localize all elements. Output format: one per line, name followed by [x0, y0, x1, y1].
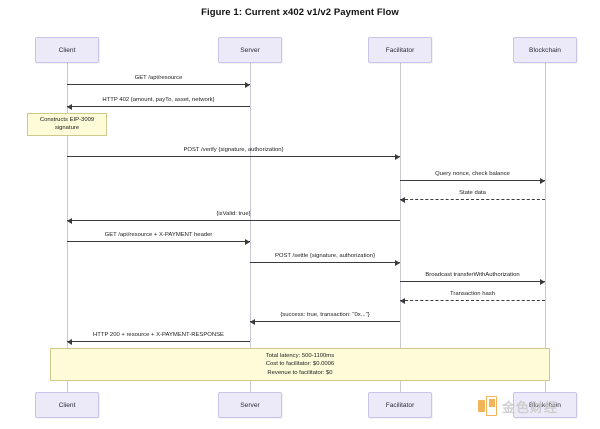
message-label: POST /settle {signature, authorization}: [274, 253, 376, 259]
summary-line: Total latency: 500-1100ms: [265, 352, 335, 359]
lifeline-client: [67, 63, 68, 392]
arrowhead-icon: [67, 217, 72, 224]
message-line: [250, 321, 400, 322]
message-line: [400, 180, 545, 181]
message-label: State data: [459, 190, 486, 196]
note-constructs-signature: Constructs EIP-3009 signature: [27, 113, 107, 136]
arrowhead-icon: [540, 177, 545, 184]
arrowhead-icon: [67, 103, 72, 110]
figure-title: Figure 1: Current x402 v1/v2 Payment Flo…: [201, 7, 399, 18]
message-line: [67, 341, 250, 342]
message-line: [67, 106, 250, 107]
message-line: [67, 220, 400, 221]
arrowhead-icon: [400, 196, 405, 203]
actor-blockchain-top[interactable]: Blockchain: [513, 37, 577, 63]
lifeline-blockchain: [545, 63, 546, 392]
lifeline-server: [250, 63, 251, 392]
actor-server-top[interactable]: Server: [218, 37, 282, 63]
message-line: [67, 241, 250, 242]
actor-client-top[interactable]: Client: [35, 37, 99, 63]
message-label: Query nonce, check balance: [435, 171, 510, 177]
arrowhead-icon: [400, 297, 405, 304]
message-label: {success: true, transaction: "0x..."}: [280, 312, 370, 318]
arrowhead-icon: [250, 318, 255, 325]
watermark-logo-icon: [478, 396, 498, 416]
message-line: [67, 84, 250, 85]
message-label: HTTP 200 + resource + X-PAYMENT-RESPONSE: [93, 332, 224, 338]
message-label: Transaction hash: [450, 291, 495, 297]
actor-blockchain-bottom[interactable]: Blockchain: [513, 392, 577, 418]
arrowhead-icon: [67, 338, 72, 345]
message-line: [400, 300, 545, 301]
arrowhead-icon: [245, 238, 250, 245]
message-line: [400, 281, 545, 282]
watermark: 金色财经: [478, 396, 558, 416]
arrowhead-icon: [395, 153, 400, 160]
message-label: {isValid: true}: [216, 211, 251, 217]
message-line: [250, 262, 400, 263]
summary-line: Revenue to facilitator: $0: [267, 369, 333, 376]
actor-facilitator-bottom[interactable]: Facilitator: [368, 392, 432, 418]
message-line: [400, 199, 545, 200]
arrowhead-icon: [540, 278, 545, 285]
actor-facilitator-top[interactable]: Facilitator: [368, 37, 432, 63]
message-line: [67, 156, 400, 157]
message-label: GET /api/resource: [134, 75, 183, 81]
lifeline-facilitator: [400, 63, 401, 392]
message-label: Broadcast transferWithAuthorization: [425, 272, 520, 278]
message-label: GET /api/resource + X-PAYMENT header: [104, 232, 213, 238]
message-label: POST /verify {signature, authorization}: [183, 147, 284, 153]
actor-server-bottom[interactable]: Server: [218, 392, 282, 418]
watermark-label: 金色财经: [502, 399, 559, 415]
message-label: HTTP 402 {amount, payTo, asset, network}: [102, 97, 215, 103]
arrowhead-icon: [395, 259, 400, 266]
actor-client-bottom[interactable]: Client: [35, 392, 99, 418]
summary-line: Cost to facilitator: $0.0006: [265, 361, 335, 368]
arrowhead-icon: [245, 81, 250, 88]
